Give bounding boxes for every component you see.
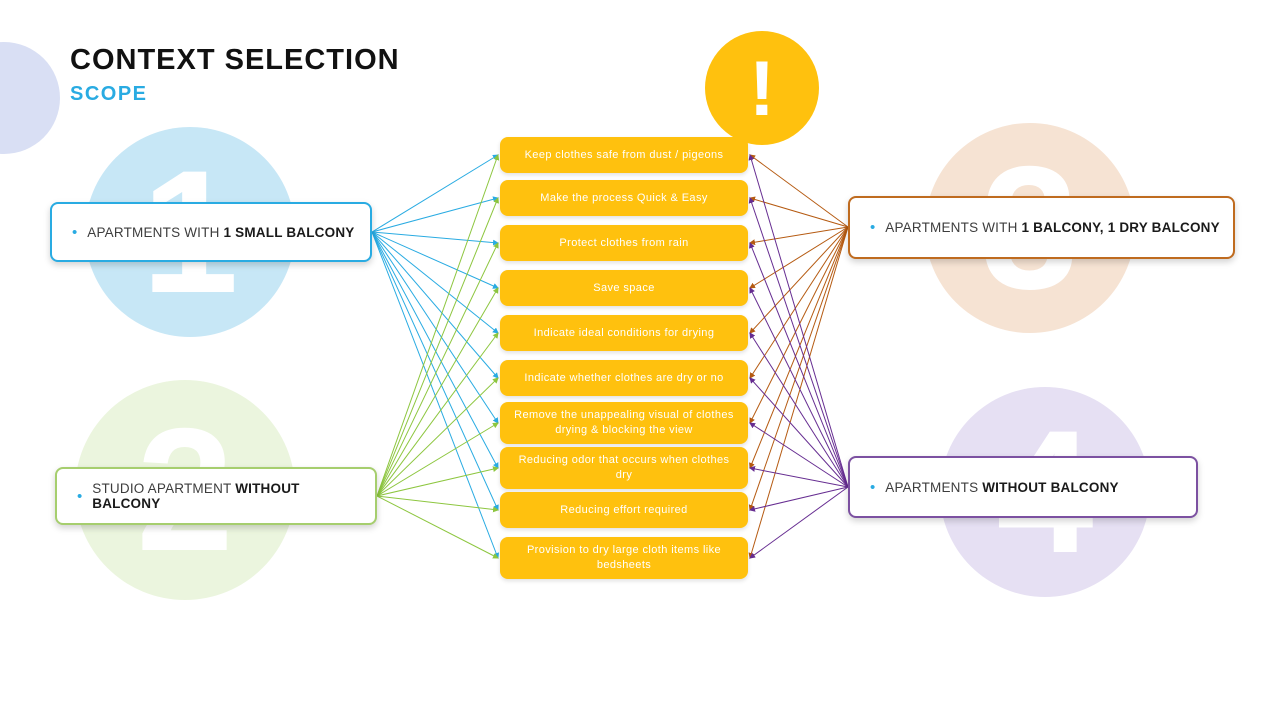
- context-label-bold: WITHOUT BALCONY: [982, 479, 1119, 495]
- context-label: STUDIO APARTMENT WITHOUT BALCONY: [92, 481, 363, 511]
- bullet-icon: •: [77, 487, 83, 505]
- need-box: Reducing effort required: [500, 492, 748, 528]
- page-subtitle: SCOPE: [70, 83, 148, 105]
- need-box: Save space: [500, 270, 748, 306]
- page-title: CONTEXT SELECTION: [70, 44, 400, 76]
- need-box: Make the process Quick & Easy: [500, 180, 748, 216]
- context-box-4-without-balcony: • APARTMENTS WITHOUT BALCONY: [848, 456, 1198, 518]
- connector-arrow: [748, 197, 849, 488]
- context-label-normal: APARTMENTS WITH: [885, 220, 1018, 235]
- connector-arrow: [749, 466, 849, 488]
- need-box: Indicate ideal conditions for drying: [500, 315, 748, 351]
- connector-arrow: [749, 226, 849, 469]
- bullet-icon: •: [72, 223, 78, 241]
- connector-arrow: [749, 486, 849, 512]
- connector-arrow: [749, 226, 849, 334]
- connector-arrow: [371, 231, 499, 424]
- connector-arrow: [376, 495, 499, 559]
- context-label-normal: APARTMENTS WITH: [87, 224, 220, 240]
- connector-arrow: [749, 287, 849, 488]
- context-label: APARTMENTS WITH 1 BALCONY, 1 DRY BALCONY: [885, 220, 1220, 235]
- connector-arrow: [749, 422, 849, 488]
- context-box-2-studio-no-balcony: • STUDIO APARTMENT WITHOUT BALCONY: [55, 467, 377, 525]
- need-box: Provision to dry large cloth items like …: [500, 537, 748, 579]
- bullet-icon: •: [870, 478, 876, 496]
- connector-arrow: [371, 231, 499, 289]
- exclamation-icon: !: [749, 44, 775, 132]
- need-box: Indicate whether clothes are dry or no: [500, 360, 748, 396]
- connector-arrow: [749, 332, 849, 488]
- context-label: APARTMENTS WITHOUT BALCONY: [885, 480, 1118, 495]
- need-box: Keep clothes safe from dust / pigeons: [500, 137, 748, 173]
- need-box: Protect clothes from rain: [500, 225, 748, 261]
- connector-arrow: [371, 231, 499, 334]
- connector-arrow: [371, 231, 499, 469]
- connector-arrow: [749, 226, 849, 379]
- bullet-icon: •: [870, 219, 876, 236]
- connector-arrow: [371, 231, 499, 379]
- connector-arrow: [376, 287, 499, 497]
- connector-arrow: [371, 196, 499, 233]
- need-box: Reducing odor that occurs when clothes d…: [500, 447, 748, 489]
- context-box-3-balcony-dry-balcony: • APARTMENTS WITH 1 BALCONY, 1 DRY BALCO…: [848, 196, 1235, 259]
- connector-arrow: [748, 154, 849, 488]
- connector-arrow: [376, 466, 499, 497]
- connector-arrow: [376, 197, 499, 497]
- slide-header: CONTEXT SELECTION SCOPE: [70, 44, 400, 106]
- context-label: APARTMENTS WITH 1 SMALL BALCONY: [87, 225, 354, 240]
- connector-arrow: [749, 242, 849, 488]
- connector-arrow: [376, 242, 499, 497]
- connector-arrow: [376, 154, 500, 497]
- connector-arrow: [749, 377, 849, 488]
- connector-arrow: [371, 231, 499, 246]
- connector-arrow: [371, 154, 499, 233]
- connector-arrow: [749, 486, 849, 559]
- connector-arrow: [376, 495, 499, 513]
- context-box-1-small-balcony: • APARTMENTS WITH 1 SMALL BALCONY: [50, 202, 372, 262]
- connector-arrow: [376, 377, 499, 497]
- connector-arrow: [748, 226, 849, 559]
- connector-arrow: [749, 154, 849, 228]
- connector-arrow: [749, 226, 849, 424]
- context-label-normal: STUDIO APARTMENT: [92, 481, 232, 496]
- connector-arrow: [749, 226, 849, 246]
- context-label-bold: 1 BALCONY, 1 DRY BALCONY: [1021, 220, 1220, 235]
- context-label-bold: WITHOUT BALCONY: [92, 481, 300, 511]
- connector-arrow: [749, 226, 849, 289]
- connector-arrow: [748, 226, 849, 511]
- exclamation-badge: !: [705, 31, 819, 145]
- connector-arrow: [376, 332, 499, 497]
- connector-arrow: [371, 231, 499, 511]
- need-box: Remove the unappealing visual of clothes…: [500, 402, 748, 444]
- context-label-normal: APARTMENTS: [885, 479, 979, 495]
- connector-arrow: [749, 196, 849, 228]
- connector-arrow: [371, 231, 499, 559]
- connector-arrow: [376, 422, 499, 497]
- context-label-bold: 1 SMALL BALCONY: [223, 224, 355, 240]
